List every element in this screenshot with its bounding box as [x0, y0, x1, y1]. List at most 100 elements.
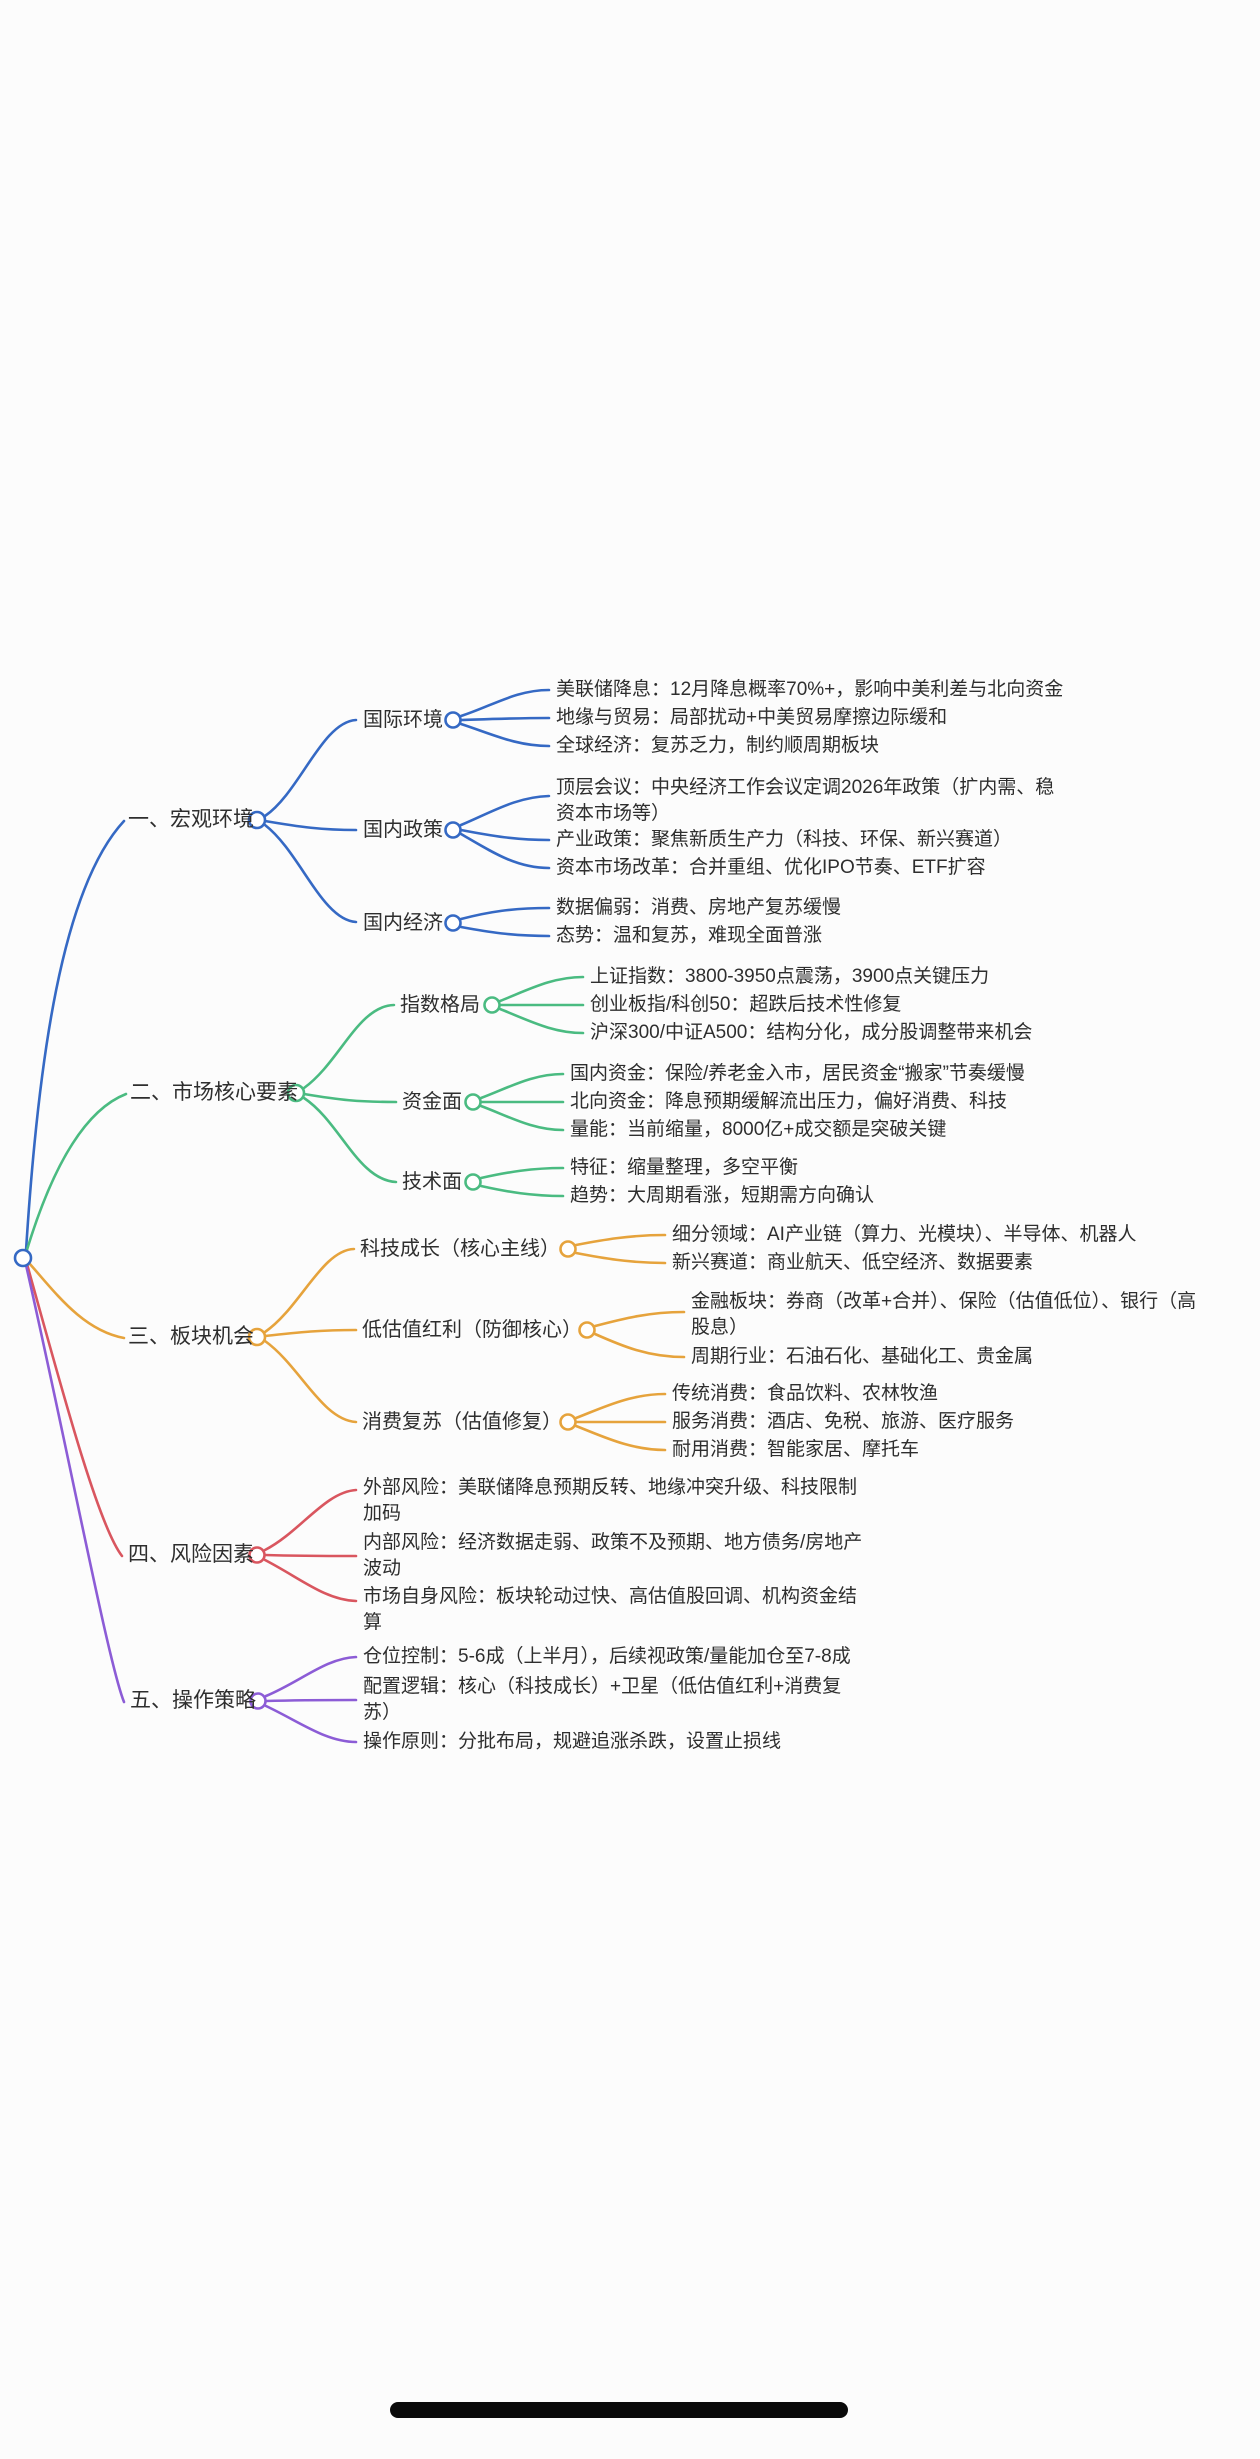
leaf-item[interactable]: 外部风险：美联储降息预期反转、地缘冲突升级、科技限制加码: [363, 1477, 858, 1524]
connector-line: [302, 1003, 396, 1090]
connector-line: [302, 1092, 398, 1104]
node-circle-low-valuation[interactable]: [578, 1321, 596, 1339]
node-domestic-economy-label[interactable]: 国内经济: [363, 912, 443, 934]
branch-strategy-label[interactable]: 五、操作策略: [130, 1689, 256, 1712]
connector-line: [263, 1328, 358, 1338]
leaf-item[interactable]: 传统消费：食品饮料、农林牧渔: [672, 1383, 939, 1404]
connector-line: [24, 1263, 126, 1704]
connector-line: [498, 1007, 585, 1035]
connector-line: [459, 688, 551, 718]
connector-line: [479, 1166, 565, 1180]
connector-line: [479, 1104, 565, 1132]
connector-line: [459, 906, 551, 921]
connector-line: [24, 819, 126, 1253]
connector-line: [498, 975, 585, 1003]
leaf-item[interactable]: 金融板块：券商（改革+合并）、保险（估值低位）、银行（高股息）: [691, 1291, 1197, 1338]
leaf-item[interactable]: 资本市场改革：合并重组、优化IPO节奏、ETF扩容: [556, 857, 986, 878]
leaf-item[interactable]: 服务消费：酒店、免税、旅游、医疗服务: [672, 1411, 1015, 1432]
connector-line: [479, 1184, 565, 1198]
leaf-item[interactable]: 美联储降息：12月降息概率70%+，影响中美利差与北向资金: [556, 679, 1064, 700]
connector-line: [264, 1704, 358, 1744]
leaf-item[interactable]: 细分领域：AI产业链（算力、光模块）、半导体、机器人: [672, 1224, 1137, 1245]
leaf-item[interactable]: 操作原则：分批布局，规避追涨杀跌，设置止损线: [363, 1731, 782, 1752]
leaf-item[interactable]: 耐用消费：智能家居、摩托车: [672, 1439, 920, 1460]
branch-market-label[interactable]: 二、市场核心要素: [130, 1081, 298, 1104]
connector-line: [27, 1261, 126, 1340]
node-capital-flows-label[interactable]: 资金面: [402, 1091, 462, 1113]
leaf-item[interactable]: 创业板指/科创50：超跌后技术性修复: [590, 994, 902, 1015]
connector-line: [263, 1553, 358, 1558]
connector-line: [263, 819, 358, 832]
leaf-item[interactable]: 国内资金：保险/养老金入市，居民资金“搬家”节奏缓慢: [570, 1063, 1025, 1084]
leaf-item[interactable]: 地缘与贸易：局部扰动+中美贸易摩擦边际缓和: [556, 707, 948, 728]
branch-risks-label[interactable]: 四、风险因素: [128, 1543, 254, 1566]
connector-line: [459, 832, 551, 870]
node-circle-capital-flows[interactable]: [464, 1093, 482, 1111]
leaf-item[interactable]: 市场自身风险：板块轮动过快、高估值股回调、机构资金结算: [363, 1586, 858, 1633]
connector-line: [479, 1072, 565, 1100]
node-circle-macro[interactable]: [247, 810, 267, 830]
connector-line: [574, 1392, 667, 1420]
node-consumption-label[interactable]: 消费复苏（估值修复）: [362, 1411, 562, 1433]
node-circle-domestic-economy[interactable]: [444, 914, 462, 932]
leaf-item[interactable]: 周期行业：石油石化、基础化工、贵金属: [691, 1346, 1034, 1367]
node-circle-international[interactable]: [444, 711, 462, 729]
leaf-item[interactable]: 数据偏弱：消费、房地产复苏缓慢: [556, 897, 842, 918]
leaf-item[interactable]: 新兴赛道：商业航天、低空经济、数据要素: [672, 1252, 1034, 1273]
connector-line: [24, 1092, 128, 1255]
node-low-valuation-label[interactable]: 低估值红利（防御核心）: [362, 1319, 582, 1341]
connector-line: [574, 1251, 667, 1265]
connector-line: [263, 823, 358, 924]
connector-line: [302, 1096, 398, 1184]
node-circle-sectors[interactable]: [247, 1327, 267, 1347]
connector-line: [459, 925, 551, 938]
connector-line: [459, 716, 551, 722]
home-indicator-bar[interactable]: [390, 2402, 848, 2418]
node-circle-strategy[interactable]: [249, 1692, 267, 1710]
connector-line: [263, 1558, 358, 1603]
node-circle-index-pattern[interactable]: [483, 996, 501, 1014]
node-tech-growth-label[interactable]: 科技成长（核心主线）: [360, 1238, 560, 1260]
connector-line: [263, 1247, 356, 1334]
node-circle-risks[interactable]: [248, 1546, 266, 1564]
leaf-item[interactable]: 特征：缩量整理，多空平衡: [570, 1157, 799, 1178]
leaf-item[interactable]: 全球经济：复苏乏力，制约顺周期板块: [556, 735, 880, 756]
node-index-pattern-label[interactable]: 指数格局: [400, 994, 480, 1016]
leaf-item[interactable]: 沪深300/中证A500：结构分化，成分股调整带来机会: [590, 1022, 1033, 1043]
connector-line: [264, 1655, 358, 1698]
leaf-item[interactable]: 趋势：大周期看涨，短期需方向确认: [570, 1185, 875, 1206]
leaf-item[interactable]: 顶层会议：中央经济工作会议定调2026年政策（扩内需、稳资本市场等）: [556, 777, 1055, 824]
connector-line: [263, 1339, 358, 1424]
node-international-label[interactable]: 国际环境: [363, 709, 443, 731]
leaf-item[interactable]: 仓位控制：5-6成（上半月），后续视政策/量能加仓至7-8成: [363, 1646, 851, 1667]
leaf-item[interactable]: 配置逻辑：核心（科技成长）+卫星（低估值红利+消费复苏）: [363, 1676, 842, 1723]
node-technical-label[interactable]: 技术面: [402, 1171, 462, 1193]
node-circle-technical[interactable]: [464, 1173, 482, 1191]
root-node-circle[interactable]: [13, 1248, 33, 1268]
node-circle-market[interactable]: [286, 1083, 306, 1103]
leaf-item[interactable]: 内部风险：经济数据走弱、政策不及预期、地方债务/房地产波动: [363, 1532, 863, 1579]
node-circle-consumption[interactable]: [559, 1413, 577, 1431]
branch-sectors-label[interactable]: 三、板块机会: [128, 1325, 254, 1348]
connector-line: [25, 1262, 124, 1558]
node-circle-tech-growth[interactable]: [559, 1240, 577, 1258]
node-circle-domestic-policy[interactable]: [444, 821, 462, 839]
connector-line: [593, 1310, 686, 1328]
connector-line: [459, 794, 551, 827]
leaf-item[interactable]: 产业政策：聚焦新质生产力（科技、环保、新兴赛道）: [556, 829, 1013, 850]
connector-line: [459, 828, 551, 842]
leaf-item[interactable]: 上证指数：3800-3950点震荡，3900点关键压力: [590, 966, 990, 987]
branch-macro-label[interactable]: 一、宏观环境: [128, 808, 254, 831]
connector-line: [574, 1424, 667, 1452]
connector-line: [593, 1332, 686, 1359]
leaf-item[interactable]: 量能：当前缩量，8000亿+成交额是突破关键: [570, 1119, 947, 1140]
node-domestic-policy-label[interactable]: 国内政策: [363, 819, 443, 841]
leaf-item[interactable]: 北向资金：降息预期缓解流出压力，偏好消费、科技: [570, 1091, 1008, 1112]
connector-line: [263, 718, 358, 818]
connector-line: [459, 722, 551, 748]
connector-line: [264, 1698, 358, 1703]
connector-line: [263, 1488, 358, 1552]
leaf-item[interactable]: 态势：温和复苏，难现全面普涨: [556, 925, 823, 946]
